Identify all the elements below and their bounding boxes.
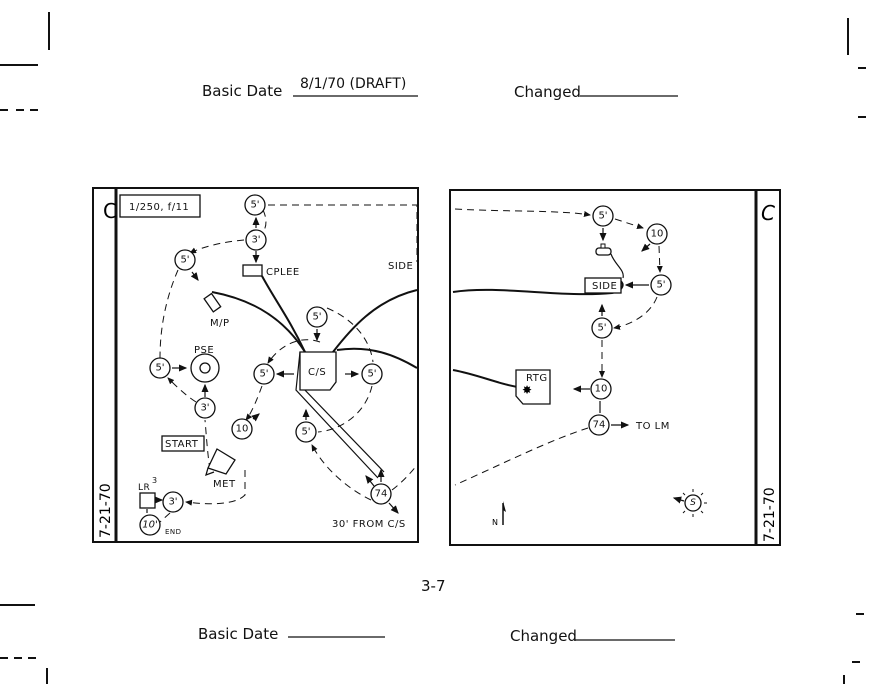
stop: 74	[588, 414, 610, 436]
side-box	[584, 277, 622, 294]
footer-changed-label: Changed	[510, 627, 577, 645]
lr3-superscript: 3	[152, 476, 158, 485]
svg-text:5': 5'	[250, 200, 259, 211]
svg-text:5': 5'	[598, 211, 607, 222]
svg-text:10: 10	[651, 229, 664, 240]
svg-text:5': 5'	[301, 427, 310, 438]
start-label: START	[165, 439, 199, 450]
page-number: 3-7	[421, 577, 446, 595]
met-label: MET	[213, 479, 236, 490]
pse-label: PSE	[194, 345, 214, 356]
stop: 5'	[174, 249, 196, 271]
stop: 5'	[295, 421, 317, 443]
svg-text:5': 5'	[312, 312, 321, 323]
section-letter: C	[103, 199, 117, 223]
north-arrow-icon: N	[492, 501, 506, 527]
side-label: SIDE	[388, 261, 413, 272]
svg-text:5': 5'	[180, 255, 189, 266]
end-label: END	[165, 528, 182, 536]
changed-label: Changed	[514, 83, 581, 101]
svg-text:10': 10'	[142, 520, 157, 531]
rtg-star-icon: ✸	[522, 383, 532, 397]
stop: 5'	[244, 194, 266, 216]
cs-instrument	[299, 351, 337, 391]
svg-text:N: N	[492, 518, 498, 527]
rtg-instrument	[515, 369, 551, 405]
met-instrument	[205, 448, 236, 477]
svg-text:74: 74	[593, 420, 606, 431]
stop: 10'	[139, 514, 161, 536]
right-panel-frame	[449, 189, 781, 546]
central-station-antenna	[595, 247, 612, 256]
cs-label: C/S	[308, 367, 326, 378]
svg-text:5': 5'	[367, 369, 376, 380]
section-letter: C	[761, 201, 775, 225]
stop: 10	[231, 418, 253, 440]
stop: 3'	[245, 229, 267, 251]
basic-date-value: 8/1/70 (DRAFT)	[300, 76, 406, 92]
stop: 3'	[194, 397, 216, 419]
from-cs-label: 30' FROM C/S	[332, 519, 406, 530]
lr3-label: LR	[138, 483, 150, 493]
camera-setting-box	[119, 194, 201, 218]
date-strip: 7-21-70	[762, 487, 778, 542]
svg-text:10: 10	[236, 424, 249, 435]
mp-label: M/P	[210, 318, 230, 329]
stop: 5'	[306, 306, 328, 328]
stop: 5'	[149, 357, 171, 379]
rtg-label: RTG	[526, 373, 548, 384]
svg-text:3': 3'	[200, 403, 209, 414]
svg-text:5': 5'	[656, 280, 665, 291]
to-lm-label: TO LM	[635, 421, 670, 432]
stop: 5'	[592, 205, 614, 227]
stop: 10	[646, 223, 668, 245]
svg-text:5': 5'	[597, 323, 606, 334]
left-panel-diagram: C 7-21-70 1/250, f/11	[92, 187, 419, 543]
svg-text:10: 10	[595, 384, 608, 395]
camera-setting: 1/250, f/11	[129, 202, 189, 213]
svg-text:S: S	[690, 498, 696, 508]
stop: 5'	[361, 363, 383, 385]
footer-basic-date-label: Basic Date	[198, 625, 278, 643]
stop: 10	[590, 378, 612, 400]
stop: 74	[370, 483, 392, 505]
side-label: SIDE	[592, 281, 617, 292]
svg-text:3': 3'	[168, 497, 177, 508]
cplee-instrument	[242, 264, 263, 277]
mp-instrument	[203, 292, 222, 313]
svg-text:5': 5'	[155, 363, 164, 374]
cplee-label: CPLEE	[266, 267, 300, 278]
stop: 5'	[591, 317, 613, 339]
svg-text:3': 3'	[251, 235, 260, 246]
stop: 5'	[253, 363, 275, 385]
margin-marks	[0, 12, 866, 684]
date-strip: 7-21-70	[98, 483, 114, 538]
sun-icon: S	[672, 489, 707, 517]
stop: 3'	[162, 491, 184, 513]
left-panel-frame	[92, 187, 419, 543]
svg-text:5': 5'	[259, 369, 268, 380]
stop: 5'	[650, 274, 672, 296]
right-panel-diagram: C 7-21-70 SIDE RTG ✸ TO LM N	[449, 189, 781, 546]
basic-date-label: Basic Date	[202, 82, 282, 100]
svg-text:74: 74	[375, 489, 388, 500]
start-box	[161, 435, 205, 452]
lr3-instrument	[139, 492, 156, 509]
